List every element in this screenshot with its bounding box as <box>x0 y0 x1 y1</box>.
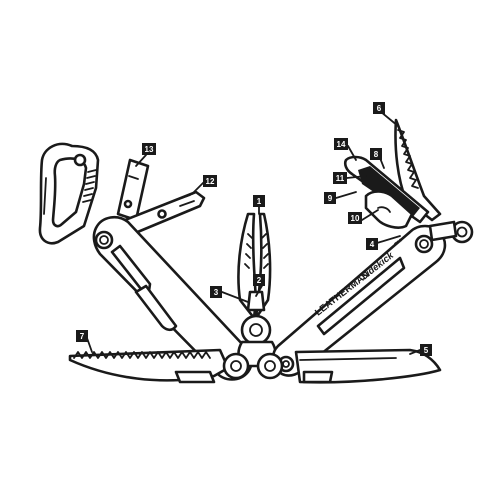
callout-8: 8 <box>370 148 382 160</box>
file-tool <box>343 155 430 224</box>
callout-3: 3 <box>210 286 222 298</box>
svg-text:11: 11 <box>336 174 345 183</box>
left-handle <box>92 215 253 381</box>
callout-4: 4 <box>366 238 378 250</box>
callout-5: 5 <box>420 344 432 356</box>
bottle-opener <box>116 158 150 222</box>
svg-text:3: 3 <box>214 288 219 297</box>
svg-text:10: 10 <box>351 214 360 223</box>
right-handle <box>271 224 447 377</box>
callout-10: 10 <box>348 212 362 224</box>
carabiner <box>38 142 100 245</box>
svg-text:12: 12 <box>206 177 215 186</box>
knife-blade <box>256 348 442 384</box>
callout-11: 11 <box>333 172 347 184</box>
callout-14: 14 <box>334 138 348 150</box>
svg-text:13: 13 <box>145 145 154 154</box>
callout-13: 13 <box>142 143 156 155</box>
svg-text:8: 8 <box>374 150 379 159</box>
lanyard-ring <box>428 220 474 244</box>
callout-12: 12 <box>203 175 217 187</box>
can-opener <box>364 190 414 229</box>
pliers <box>237 212 277 368</box>
svg-text:4: 4 <box>370 240 375 249</box>
svg-text:1: 1 <box>257 197 262 206</box>
callout-1: 1 <box>253 195 265 207</box>
svg-text:6: 6 <box>377 104 382 113</box>
saw-blade <box>68 348 250 384</box>
svg-text:2: 2 <box>257 276 262 285</box>
callout-9: 9 <box>324 192 336 204</box>
svg-text:7: 7 <box>80 332 85 341</box>
callout-6: 6 <box>373 102 385 114</box>
callout-7: 7 <box>76 330 88 342</box>
svg-text:14: 14 <box>337 140 346 149</box>
svg-text:9: 9 <box>328 194 333 203</box>
callout-2: 2 <box>253 274 265 286</box>
svg-text:5: 5 <box>424 346 429 355</box>
